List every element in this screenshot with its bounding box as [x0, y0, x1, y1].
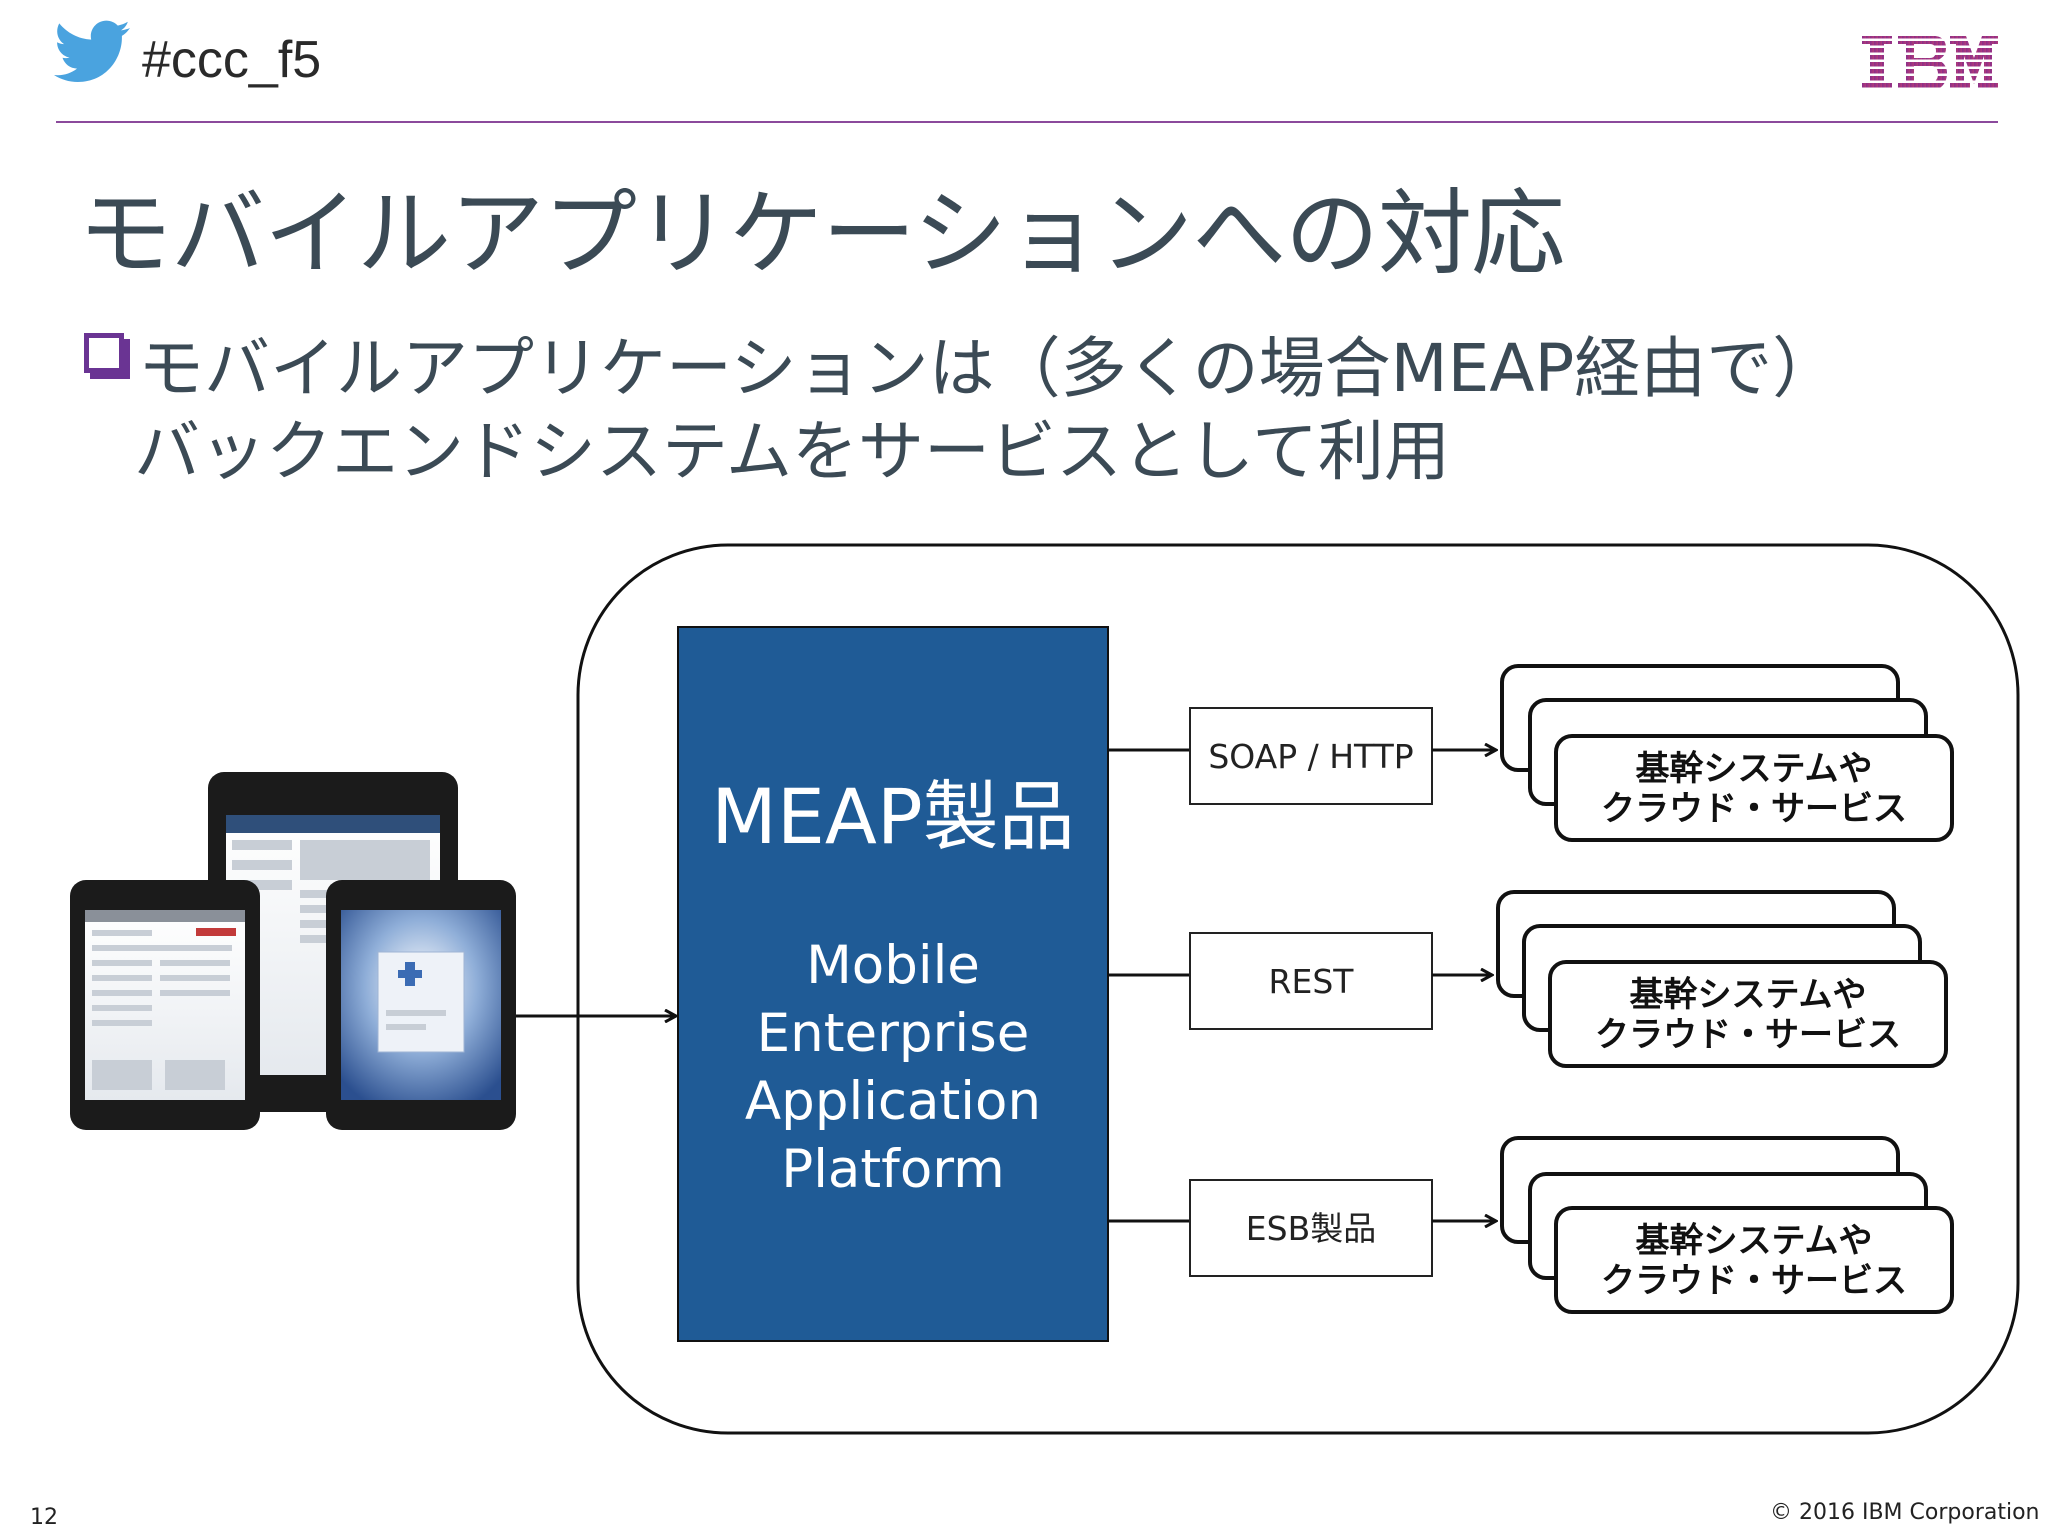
meap-subtitle-line3: Application	[745, 1071, 1041, 1132]
checkbox-square-icon	[84, 333, 124, 373]
meap-title: MEAP製品	[711, 772, 1074, 861]
meap-subtitle-line2: Enterprise	[757, 1003, 1030, 1064]
meap-block	[677, 626, 1109, 1342]
connector-label-soap: SOAP / HTTP	[1208, 737, 1413, 776]
page-number: 12	[30, 1505, 58, 1530]
bullet-text-line1: モバイルアプリケーションは（多くの場合MEAP経由で）	[138, 330, 1839, 407]
backend-label-3-line1: 基幹システムや	[1636, 1221, 1873, 1261]
backend-stack-3	[1500, 1136, 1954, 1314]
copyright: © 2016 IBM Corporation	[1770, 1500, 2040, 1525]
platform-container	[576, 543, 2020, 1435]
bullet-text-line2: バックエンドシステムをサービスとして利用	[134, 413, 1451, 490]
backend-label-2-line2: クラウド・サービス	[1595, 1015, 1901, 1055]
connector-label-esb: ESB製品	[1246, 1209, 1376, 1248]
backend-label-1-line2: クラウド・サービス	[1601, 789, 1907, 829]
twitter-bird-icon	[54, 20, 130, 83]
backend-label-3-line2: クラウド・サービス	[1601, 1261, 1907, 1301]
header-divider	[56, 121, 1998, 123]
connector-box-soap	[1189, 707, 1433, 805]
backend-label-1-line1: 基幹システムや	[1636, 749, 1873, 789]
backend-label-2-line1: 基幹システムや	[1630, 975, 1867, 1015]
connector-box-rest	[1189, 932, 1433, 1030]
backend-stack-1	[1500, 664, 1954, 842]
hashtag: #ccc_f5	[142, 31, 322, 89]
connector-label-rest: REST	[1269, 962, 1355, 1001]
meap-subtitle-line1: Mobile	[806, 935, 980, 996]
backend-stack-2	[1496, 890, 1948, 1068]
meap-subtitle-line4: Platform	[781, 1139, 1005, 1200]
ibm-logo	[1862, 36, 1998, 90]
tablet-devices-icon	[70, 772, 516, 1130]
connector-box-esb	[1189, 1179, 1433, 1277]
slide-title: モバイルアプリケーションへの対応	[78, 180, 1565, 289]
